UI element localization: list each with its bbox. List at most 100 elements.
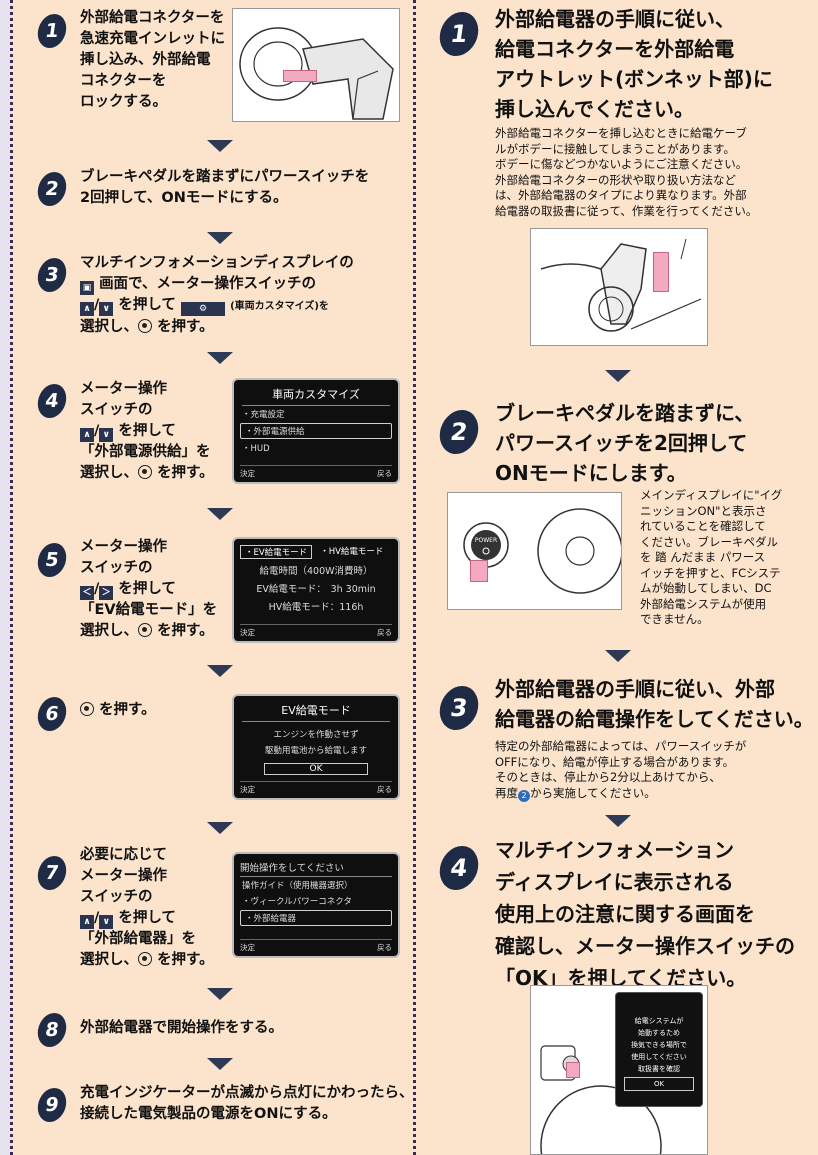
center-dotted-divider <box>413 0 416 1155</box>
down-arrow-8 <box>207 1058 233 1070</box>
right-step-4-badge: 4 <box>436 846 482 890</box>
tab-ev-mode: ・EV給電モード <box>240 545 313 559</box>
right-step-3-note: 特定の外部給電器によっては、パワースイッチが OFFになり、給電が停止する場合が… <box>495 739 747 802</box>
step-2-text: ブレーキペダルを踏まずにパワースイッチを 2回押して、ONモードにする。 <box>80 169 370 206</box>
step-8-text: 外部給電器で開始操作をする。 <box>80 1020 283 1036</box>
right-step-1-title: 外部給電器の手順に従い、 給電コネクターを外部給電 アウトレット(ボンネット部)… <box>495 7 773 121</box>
step-6-text: を押す。 <box>80 700 156 721</box>
menu-row-selected: ・外部電源供給 <box>240 423 392 439</box>
ev-mode-time: EV給電モード： 3h 30min <box>256 584 376 595</box>
power-time-label: 給電時間（400W消費時） <box>259 566 373 577</box>
settings-screen-icon: ▣ <box>80 281 94 295</box>
bonnet-outlet-drawing <box>540 238 702 332</box>
screen-title: 車両カスタマイズ <box>242 380 390 406</box>
screen-ok-button: OK <box>264 763 368 775</box>
menu-row: ・充電設定 <box>242 410 285 420</box>
step-2-ref-icon: 2 <box>518 789 530 802</box>
screen-title: 開始操作をしてください <box>240 854 392 877</box>
operation-guide-label: 操作ガイド（使用機器選択） <box>242 881 353 891</box>
step-2-badge: 2 <box>35 172 69 206</box>
hv-mode-time: HV給電モード：116h <box>268 602 364 613</box>
caution-line: 使用してください <box>631 1053 687 1061</box>
bonnet-outlet-illustration <box>530 228 708 346</box>
caution-line: 換気できる場所で <box>631 1041 687 1049</box>
down-button-icon: ∨ <box>99 915 114 929</box>
right-down-arrow-3 <box>605 815 631 827</box>
right-step-2-title: ブレーキペダルを踏まずに、 パワースイッチを2回押して ONモードにします。 <box>495 401 755 485</box>
ok-button-icon <box>138 465 152 479</box>
menu-row: ・HUD <box>242 444 270 454</box>
up-button-icon: ∧ <box>80 302 94 316</box>
caution-screen: 給電システムが 始動するため 換気できる場所で 使用してください 取扱書を確認 … <box>615 992 703 1107</box>
down-arrow-2 <box>207 232 233 244</box>
down-button-icon: ∨ <box>99 428 114 442</box>
press-arrow <box>566 1062 580 1078</box>
tab-hv-mode: ・HV給電モード <box>320 547 384 557</box>
step-8-badge: 8 <box>35 1013 69 1047</box>
screen-title: EV給電モード <box>242 696 390 722</box>
dashboard-drawing: POWER <box>463 508 623 594</box>
step-7-text: 必要に応じて メーター操作 スイッチの ∧/∨ を押して 「外部給電器」を 選択… <box>80 847 214 968</box>
step-6-badge: 6 <box>35 697 69 731</box>
screen-ev-confirm: EV給電モード エンジンを作動させず 駆動用電池から給電します OK 決定戻る <box>232 694 400 800</box>
step-1-badge: 1 <box>35 14 69 48</box>
screen-vehicle-customize: 車両カスタマイズ ・充電設定 ・外部電源供給 ・HUD 決定戻る <box>232 378 400 484</box>
caution-line: 始動するため <box>638 1029 680 1037</box>
caution-ok-button: OK <box>624 1077 694 1091</box>
step-3-text: マルチインフォメーションディスプレイの ▣ 画面で、メーター操作スイッチの ∧/… <box>80 255 354 335</box>
step-9-text: 充電インジケーターが点滅から点灯にかわったら、 接続した電気製品の電源をONにす… <box>80 1085 414 1122</box>
right-step-1-badge: 1 <box>436 12 482 56</box>
caution-line: 取扱書を確認 <box>638 1065 680 1073</box>
screen-ev-power-mode: ・EV給電モード ・HV給電モード 給電時間（400W消費時） EV給電モード：… <box>232 537 400 643</box>
insert-arrow <box>653 252 669 292</box>
ok-button-icon <box>80 702 94 716</box>
vehicle-customize-icon: ⚙ <box>181 302 225 316</box>
step-7-badge: 7 <box>35 856 69 890</box>
right-step-2-badge: 2 <box>436 410 482 454</box>
ok-button-icon <box>138 319 152 333</box>
step-4-badge: 4 <box>35 384 69 418</box>
down-button-icon: ∨ <box>99 302 114 316</box>
screen-footer: 決定戻る <box>240 939 392 953</box>
caution-line: 給電システムが <box>634 1017 684 1025</box>
right-button-icon: ＞ <box>99 586 114 600</box>
left-button-icon: ＜ <box>80 586 94 600</box>
ok-button-icon <box>138 952 152 966</box>
right-down-arrow-1 <box>605 370 631 382</box>
power-switch-illustration: POWER <box>447 492 623 610</box>
down-arrow-3 <box>207 352 233 364</box>
press-arrow <box>470 560 488 582</box>
up-button-icon: ∧ <box>80 428 94 442</box>
power-button-label: POWER <box>475 537 497 544</box>
connector-inlet-drawing <box>239 27 394 120</box>
confirm-message-2: 駆動用電池から給電します <box>264 746 367 756</box>
right-step-2-note: メインディスプレイに"イグ ニッションON"と表示さ れていることを確認して く… <box>640 488 783 626</box>
right-step-3-badge: 3 <box>436 686 482 730</box>
step-4-text: メーター操作 スイッチの ∧/∨ を押して 「外部電源供給」を 選択し、 を押す… <box>80 381 214 481</box>
insert-arrow <box>283 70 317 82</box>
down-arrow-7 <box>207 988 233 1000</box>
confirm-message-1: エンジンを作動させず <box>273 730 359 740</box>
screen-footer: 決定戻る <box>240 781 392 795</box>
ok-button-icon <box>138 623 152 637</box>
right-step-1-note: 外部給電コネクターを挿し込むときに給電ケーブ ルがボデーに接触してしまうことがあ… <box>495 126 758 218</box>
down-arrow-1 <box>207 140 233 152</box>
menu-row-selected: ・外部給電器 <box>240 910 392 926</box>
connector-inlet-illustration <box>232 8 400 122</box>
down-arrow-6 <box>207 822 233 834</box>
right-step-3-title: 外部給電器の手順に従い、外部 給電器の給電操作をしてください。 <box>495 677 814 731</box>
down-arrow-5 <box>207 665 233 677</box>
mode-tabs: ・EV給電モード ・HV給電モード <box>234 539 398 561</box>
step-5-text: メーター操作 スイッチの ＜/＞ を押して 「EV給電モード」を 選択し、 を押… <box>80 539 218 639</box>
step-5-badge: 5 <box>35 543 69 577</box>
left-dotted-border <box>10 0 13 1155</box>
up-button-icon: ∧ <box>80 915 94 929</box>
step-1-text: 外部給電コネクターを 急速充電インレットに 挿し込み、外部給電 コネクターを ロ… <box>80 10 225 110</box>
down-arrow-4 <box>207 508 233 520</box>
page-edge <box>0 0 10 1155</box>
screen-footer: 決定戻る <box>240 624 392 638</box>
screen-footer: 決定戻る <box>240 465 392 479</box>
step-3-badge: 3 <box>35 258 69 292</box>
screen-start-operation: 開始操作をしてください 操作ガイド（使用機器選択） ・ヴィークルパワーコネクタ … <box>232 852 400 958</box>
step-9-badge: 9 <box>35 1088 69 1122</box>
